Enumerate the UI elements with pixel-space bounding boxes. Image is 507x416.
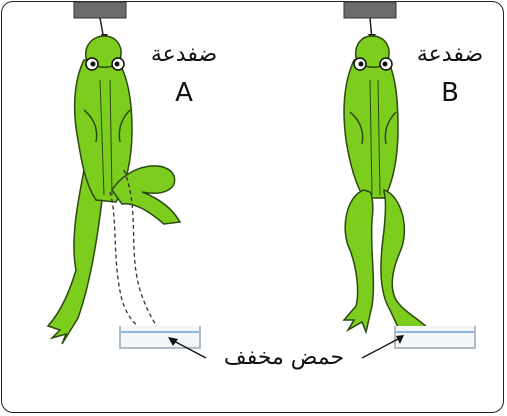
dilute-acid-label: حمض مخفف bbox=[206, 347, 362, 369]
frog-a-clamp bbox=[74, 2, 126, 18]
frog-b-letter-label: B bbox=[430, 80, 470, 106]
frog-a-name-label: ضفدعة bbox=[138, 44, 230, 66]
frog-b-leg-left bbox=[344, 190, 373, 332]
frog-a-letter-label: A bbox=[164, 80, 204, 106]
frog-b-clamp bbox=[344, 2, 396, 18]
beaker-b bbox=[395, 326, 475, 348]
beaker-a bbox=[120, 326, 200, 348]
frog-b-name-label: ضفدعة bbox=[404, 44, 496, 66]
frog-b-leg-right bbox=[381, 190, 430, 340]
